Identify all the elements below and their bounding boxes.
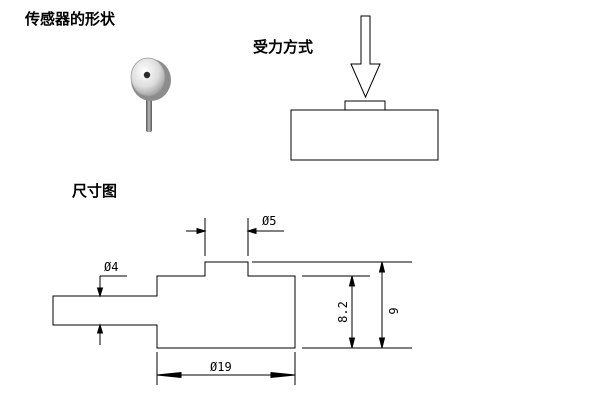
dim-label-total-height: 9: [387, 307, 401, 314]
dimension-drawing-heading: 尺寸图: [72, 182, 118, 200]
dim-label-body-diameter: Ø19: [210, 360, 232, 374]
sensor-illustration: [130, 57, 171, 132]
dim-label-step-height: 8.2: [336, 301, 350, 323]
loading-method-heading: 受力方式: [253, 38, 314, 56]
dim-label-top-boss: Ø5: [262, 214, 276, 228]
sensor-boss: [344, 100, 386, 111]
loading-illustration: [290, 15, 439, 161]
support-base: [290, 109, 439, 161]
sensor-shape-heading: 传感器的形状: [25, 10, 116, 28]
dimension-drawing: [52, 218, 412, 385]
force-arrow: [350, 15, 381, 99]
sensor-center-hole: [143, 71, 151, 79]
sensor-profile: [52, 261, 296, 349]
dim-label-thin-section: Ø4: [104, 260, 118, 274]
